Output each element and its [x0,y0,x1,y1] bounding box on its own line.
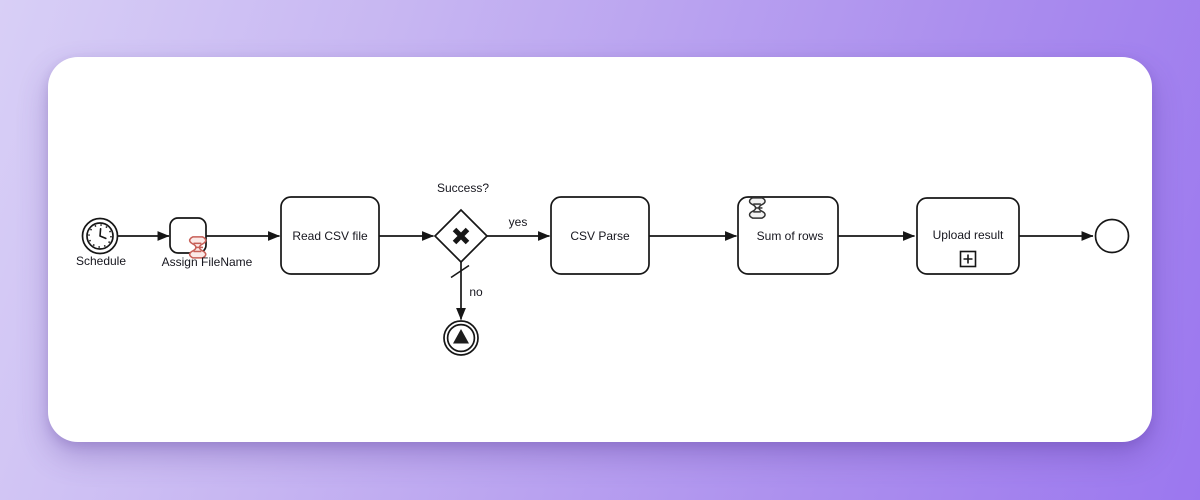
bpmn-canvas[interactable]: yes no Schedule Assign FileName Read CSV… [48,57,1152,442]
start-event-label: Schedule [76,254,126,268]
task-csv-parse-label: CSV Parse [570,229,630,243]
signal-triangle-icon [453,329,469,344]
subprocess-upload-result-label: Upload result [933,228,1004,242]
start-event-schedule[interactable]: Schedule [76,217,126,269]
flow-label-no: no [469,285,483,299]
task-assign-filename[interactable]: Assign FileName [162,217,253,269]
x-marker-icon [452,227,470,245]
signal-throw-event[interactable] [443,320,479,356]
task-csv-parse[interactable]: CSV Parse [550,196,650,275]
task-read-csv-file-label: Read CSV file [292,229,368,243]
clock-icon [86,222,114,250]
task-sum-of-rows[interactable]: Sum of rows [737,196,839,275]
flow-label-yes: yes [509,215,528,229]
gateway-success-label: Success? [437,181,489,195]
task-sum-of-rows-label: Sum of rows [757,229,824,243]
bpmn-diagram: yes no Schedule Assign FileName Read CSV… [76,181,1130,356]
task-read-csv-file[interactable]: Read CSV file [280,196,380,275]
subprocess-upload-result[interactable]: Upload result [916,197,1020,275]
plus-marker-icon[interactable] [959,250,977,268]
end-event[interactable] [1094,218,1130,254]
task-assign-filename-label: Assign FileName [162,255,253,269]
gateway-success[interactable]: Success? [433,181,489,264]
sequence-flows: yes no [117,215,1094,321]
default-flow-marker [450,264,470,279]
